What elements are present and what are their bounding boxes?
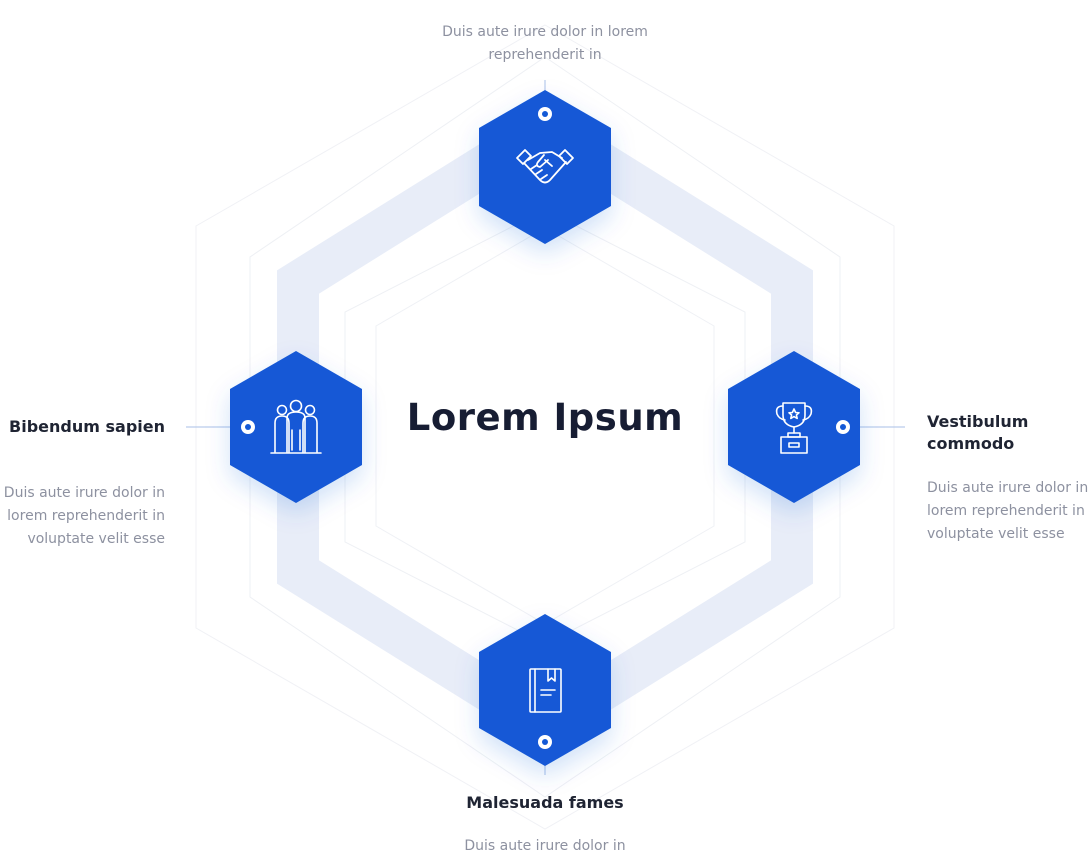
center-title: Lorem Ipsum	[406, 396, 684, 439]
top-description: Duis aute irure dolor in lorem reprehend…	[442, 24, 648, 63]
right-description: Duis aute irure dolor in lorem reprehend…	[927, 480, 1089, 542]
right-label: Vestibulum commodo	[927, 412, 1029, 453]
bottom-label: Malesuada fames	[466, 793, 624, 812]
team-icon	[270, 399, 322, 454]
node-bottom	[479, 614, 611, 766]
node-hexagon-top	[479, 90, 611, 244]
book-icon	[529, 668, 562, 713]
node-marker-dot-left	[245, 424, 251, 430]
bottom-description: Duis aute irure dolor in	[464, 838, 626, 854]
node-right	[728, 351, 860, 503]
node-marker-dot-top	[542, 111, 548, 117]
outline-hexagon-outer	[195, 24, 895, 830]
left-label: Bibendum sapien	[9, 417, 165, 436]
node-top	[479, 90, 611, 244]
node-marker-dot-right	[840, 424, 846, 430]
node-marker-dot-bottom	[542, 739, 548, 745]
left-description: Duis aute irure dolor in lorem reprehend…	[3, 485, 165, 547]
node-hexagon-left	[230, 351, 362, 503]
trophy-icon	[775, 402, 813, 454]
handshake-icon	[516, 149, 574, 184]
outline-hexagon-middle	[249, 56, 841, 798]
node-left	[230, 351, 362, 503]
